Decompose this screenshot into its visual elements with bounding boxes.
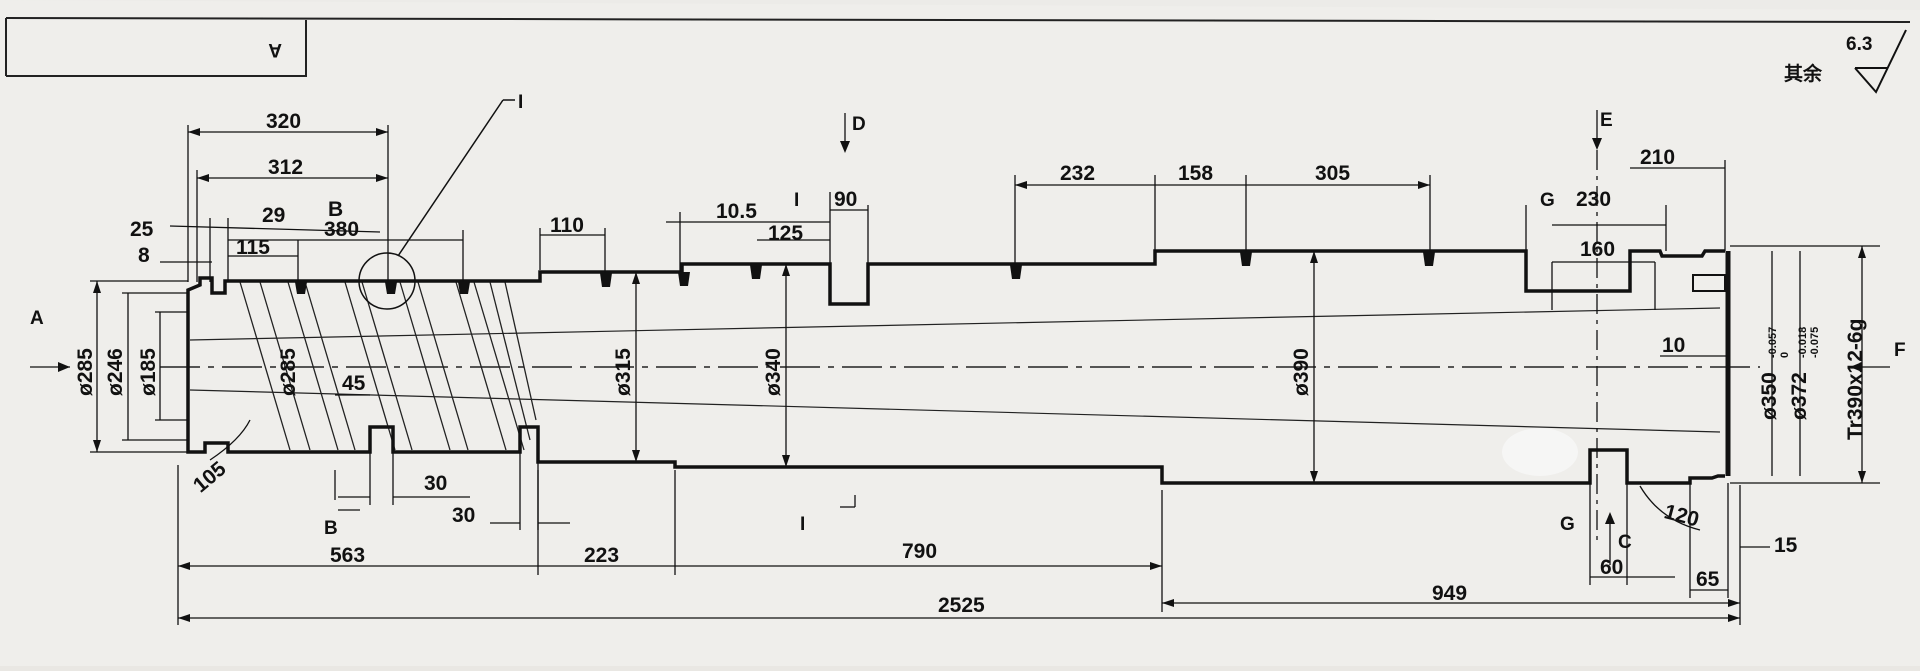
arrowheads bbox=[58, 128, 1866, 622]
dia-315: ø315 bbox=[612, 348, 635, 396]
detail-circle-i bbox=[358, 252, 416, 310]
dim-223: 223 bbox=[584, 544, 619, 567]
dim-563: 563 bbox=[330, 544, 365, 567]
tol-372-upper: -0.018 bbox=[1797, 327, 1809, 358]
dimension-lines bbox=[30, 110, 1890, 625]
surface-finish-symbol: 其余 6.3 bbox=[1784, 29, 1907, 94]
dim-158: 158 bbox=[1178, 162, 1213, 185]
dia-285a: ø285 bbox=[74, 348, 97, 396]
dim-230: 230 bbox=[1576, 188, 1611, 211]
drawing-frame bbox=[5, 17, 1911, 77]
diameter-labels: ø285 ø246 ø185 ø285 ø315 ø340 ø390 ø350 … bbox=[74, 319, 1867, 440]
dim-312: 312 bbox=[268, 156, 303, 179]
view-label-f: F bbox=[1894, 340, 1906, 361]
view-label-b1: B bbox=[328, 198, 343, 221]
dim-2525: 2525 bbox=[938, 594, 985, 617]
view-label-a: A bbox=[30, 308, 44, 329]
dim-10: 10 bbox=[1662, 334, 1685, 357]
view-label-b2: B bbox=[324, 518, 338, 539]
dim-232: 232 bbox=[1060, 162, 1095, 185]
dim-8: 8 bbox=[138, 244, 150, 267]
dim-25: 25 bbox=[130, 218, 154, 241]
dim-90: 90 bbox=[834, 188, 857, 211]
view-label-i2: I bbox=[794, 190, 799, 211]
view-label-g1: G bbox=[1540, 190, 1555, 211]
dia-350: ø350 bbox=[1758, 372, 1781, 420]
view-label-i1: I bbox=[518, 92, 523, 113]
dimension-labels: 320 312 25 29 B 380 8 115 110 10.5 I 90 … bbox=[30, 110, 1906, 617]
view-label-e: E bbox=[1600, 110, 1613, 131]
dim-210: 210 bbox=[1640, 146, 1675, 169]
view-label-c: C bbox=[1618, 532, 1632, 553]
grooves bbox=[295, 252, 1435, 294]
dim-15: 15 bbox=[1774, 534, 1798, 557]
dim-30a: 30 bbox=[424, 472, 447, 495]
dia-372: ø372 bbox=[1788, 372, 1811, 420]
dim-160: 160 bbox=[1580, 238, 1615, 261]
tol-372-lower: -0.075 bbox=[1809, 327, 1821, 358]
tol-350-lower: 0 bbox=[1779, 352, 1791, 358]
dim-10-5: 10.5 bbox=[716, 200, 757, 223]
dim-320: 320 bbox=[266, 110, 301, 133]
dim-30b: 30 bbox=[452, 504, 475, 527]
dim-110: 110 bbox=[550, 214, 584, 237]
dim-125: 125 bbox=[768, 222, 803, 245]
dim-305: 305 bbox=[1315, 162, 1350, 185]
view-label-d: D bbox=[852, 114, 866, 135]
dia-340: ø340 bbox=[762, 348, 785, 396]
view-label-g2: G bbox=[1560, 514, 1575, 535]
taper-bore bbox=[189, 307, 1721, 433]
dim-45: 45 bbox=[342, 372, 366, 395]
dim-60: 60 bbox=[1600, 556, 1623, 579]
surface-finish-value: 6.3 bbox=[1846, 34, 1872, 55]
dim-29: 29 bbox=[262, 204, 285, 227]
dim-949: 949 bbox=[1432, 582, 1467, 605]
dim-65: 65 bbox=[1696, 568, 1720, 591]
flight-hatching bbox=[239, 281, 537, 451]
surface-finish-label: 其余 bbox=[1784, 62, 1823, 85]
dia-185: ø185 bbox=[137, 348, 160, 396]
dim-115: 115 bbox=[236, 236, 270, 259]
dia-246: ø246 bbox=[104, 348, 127, 396]
dim-380: 380 bbox=[324, 218, 359, 241]
tol-350-upper: -0.057 bbox=[1767, 327, 1779, 358]
view-label-i3: I bbox=[800, 514, 805, 535]
thread-spec: Tr390x12-6g bbox=[1844, 319, 1867, 440]
dim-790: 790 bbox=[902, 540, 937, 563]
dia-390: ø390 bbox=[1290, 348, 1313, 396]
title-block-header: A bbox=[268, 39, 282, 60]
dia-285b: ø285 bbox=[277, 348, 300, 396]
